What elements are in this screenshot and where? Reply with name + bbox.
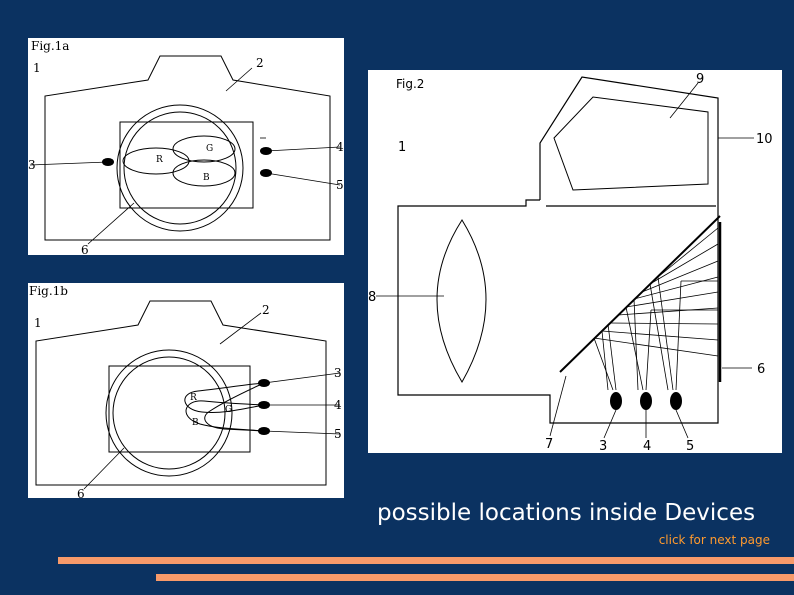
- label-4: 4: [643, 439, 651, 453]
- accent-bar-top: [58, 557, 794, 564]
- page-title: possible locations inside Devices: [377, 500, 756, 526]
- label-8: 8: [368, 290, 376, 305]
- label-9: 9: [696, 72, 704, 87]
- figure-1b-drawing: Fig.1b 1 2 3 4 5 6 R G B: [29, 284, 342, 498]
- figure-1a-title: Fig.1a: [31, 39, 69, 53]
- label-2: 2: [262, 303, 270, 317]
- figure-1a-drawing: Fig.1a 1 2 3 4 5 6 R G B: [28, 39, 344, 255]
- figure-2-title: Fig.2: [396, 77, 424, 91]
- label-b: B: [203, 173, 210, 183]
- label-1: 1: [34, 316, 42, 330]
- label-6: 6: [81, 243, 89, 255]
- label-3: 3: [599, 439, 607, 453]
- figure-1b-title: Fig.1b: [29, 284, 68, 298]
- label-3: 3: [334, 366, 342, 380]
- label-g: G: [225, 405, 232, 415]
- label-3: 3: [28, 158, 36, 172]
- label-5: 5: [336, 178, 344, 192]
- label-6: 6: [757, 362, 765, 377]
- figure-1a-panel: Fig.1a 1 2 3 4 5 6 R G B: [28, 38, 344, 255]
- label-b: B: [192, 418, 199, 428]
- figure-2-drawing: Fig.2 1 9 10 8 6 7 3 4 5: [368, 72, 773, 453]
- next-page-link[interactable]: click for next page: [658, 533, 770, 547]
- label-r: R: [156, 155, 163, 165]
- label-2: 2: [256, 56, 264, 70]
- figure-2-panel: Fig.2 1 9 10 8 6 7 3 4 5: [368, 70, 782, 453]
- figure-1b-panel: Fig.1b 1 2 3 4 5 6 R G B: [28, 283, 344, 498]
- label-5: 5: [334, 427, 342, 441]
- label-1: 1: [398, 140, 406, 155]
- label-10: 10: [756, 132, 773, 147]
- label-5: 5: [686, 439, 694, 453]
- label-6: 6: [77, 487, 85, 498]
- accent-bar-bottom: [156, 574, 794, 581]
- label-1: 1: [33, 61, 41, 75]
- label-4: 4: [334, 398, 342, 412]
- label-4: 4: [336, 140, 344, 154]
- label-g: G: [206, 144, 213, 154]
- label-r: R: [190, 393, 197, 403]
- label-7: 7: [545, 437, 553, 452]
